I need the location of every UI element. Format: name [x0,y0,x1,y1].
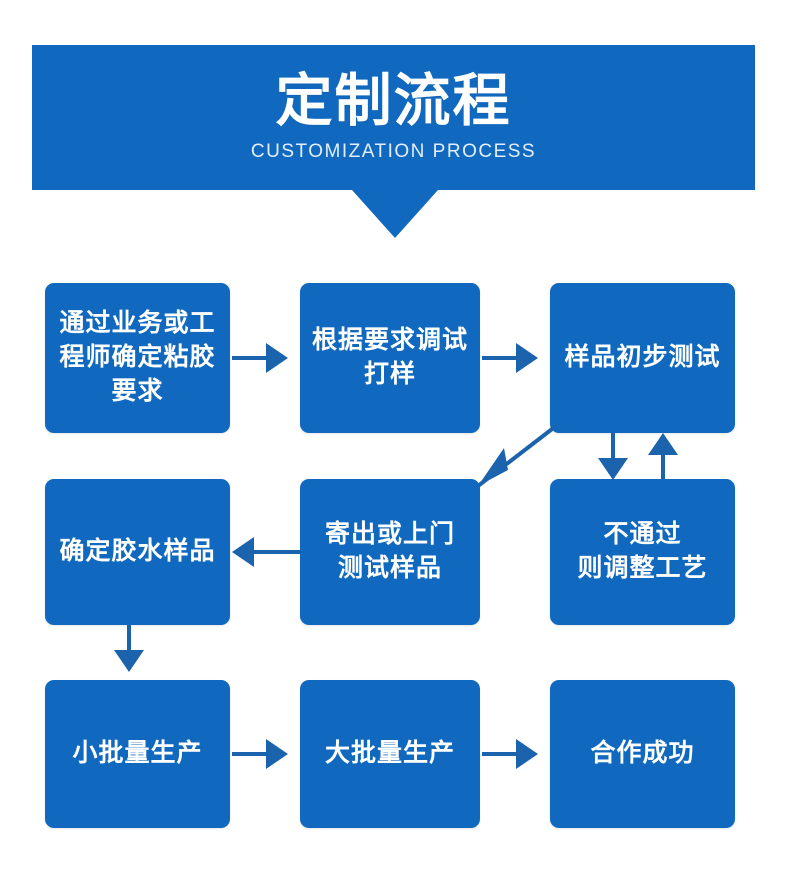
flow-step-6-label: 不通过 则调整工艺 [577,520,708,582]
arrow-right-icon-8-to-9 [516,739,538,769]
connector-diagonal-5-to-3 [476,424,558,488]
arrow-right-icon-1-to-2 [266,343,288,373]
flow-step-2-label: 根据要求调试 打样 [311,326,468,388]
flow-step-5[interactable]: 寄出或上门 测试样品 [300,479,480,625]
banner-pointer-triangle [352,190,438,238]
header-banner: 定制流程 CUSTOMIZATION PROCESS [32,45,755,190]
connector-line-3-to-6 [611,433,615,463]
connector-line-4-to-7 [127,625,131,655]
connector-line-2-to-3 [482,356,528,360]
flow-step-6[interactable]: 不通过 则调整工艺 [550,479,735,625]
flow-step-8-label: 大批量生产 [324,739,455,768]
page-subtitle: CUSTOMIZATION PROCESS [250,141,537,163]
page-title: 定制流程 [275,68,512,133]
connector-line-8-to-9 [482,752,528,756]
flow-step-4[interactable]: 确定胶水样品 [45,479,230,625]
flow-step-9-label: 合作成功 [590,739,695,768]
flow-step-3[interactable]: 样品初步测试 [550,283,735,433]
arrow-right-icon-2-to-3 [516,343,538,373]
connector-line-1-to-2 [232,356,278,360]
flow-step-1-label: 通过业务或工 程师确定粘胶 要求 [59,309,216,405]
arrow-down-icon-4-to-7 [114,650,144,672]
arrow-left-icon-5-to-4 [232,537,254,567]
flow-step-2[interactable]: 根据要求调试 打样 [300,283,480,433]
connector-line-5-to-4 [244,550,300,554]
arrow-down-icon-3-to-6 [598,458,628,480]
flow-step-9[interactable]: 合作成功 [550,680,735,828]
flow-step-5-label: 寄出或上门 测试样品 [324,520,455,582]
arrow-right-icon-7-to-8 [266,739,288,769]
flow-step-1[interactable]: 通过业务或工 程师确定粘胶 要求 [45,283,230,433]
connector-line-6-to-3 [661,450,665,480]
flow-step-4-label: 确定胶水样品 [59,537,216,566]
connector-line-7-to-8 [232,752,278,756]
arrow-up-icon-6-to-3 [648,433,678,455]
flow-step-8[interactable]: 大批量生产 [300,680,480,828]
flow-step-3-label: 样品初步测试 [564,343,721,372]
flow-step-7-label: 小批量生产 [72,739,203,768]
flow-step-7[interactable]: 小批量生产 [45,680,230,828]
